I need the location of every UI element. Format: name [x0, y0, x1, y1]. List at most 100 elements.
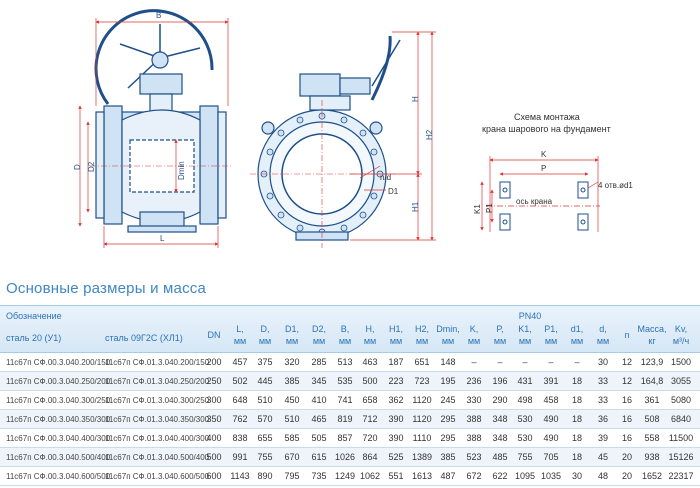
table-cell: 672 — [466, 471, 482, 481]
table-cell: 20 — [621, 471, 632, 481]
header-bottom-line — [0, 352, 700, 353]
table-cell: 16 — [621, 395, 632, 405]
table-cell: 500 — [206, 452, 222, 462]
table-cell: 20 — [621, 452, 632, 462]
table-cell: 18 — [571, 395, 582, 405]
table-cell: 1035 — [540, 471, 562, 481]
column-unit: м³/ч — [672, 336, 690, 346]
row-divider — [0, 390, 700, 391]
table-cell: 18 — [571, 433, 582, 443]
table-cell: 30 — [571, 471, 582, 481]
column-header: P, — [496, 324, 504, 334]
column-header: H, — [365, 324, 375, 334]
table-cell: 148 — [440, 357, 456, 367]
table-cell: 651 — [414, 357, 430, 367]
column-unit: мм — [493, 336, 507, 346]
table-cell: 375 — [257, 357, 273, 367]
table-cell: 510 — [284, 414, 300, 424]
table-cell: 345 — [311, 376, 327, 386]
column-unit: кг — [648, 336, 656, 346]
table-cell: 445 — [257, 376, 273, 386]
table-cell: 864 — [362, 452, 378, 462]
table-cell: 245 — [440, 395, 456, 405]
table-cell: 388 — [466, 433, 482, 443]
designation-steel-b: 11с67п СФ.01.3.040.500/400 — [105, 453, 210, 462]
table-cell: 18 — [571, 452, 582, 462]
table-cell: 508 — [644, 414, 660, 424]
table-cell: 12 — [621, 376, 632, 386]
column-header: d1, — [570, 324, 584, 334]
table-cell: 36 — [597, 414, 608, 424]
dim-label-nd: n/d — [380, 173, 391, 182]
table-cell: 33 — [597, 395, 608, 405]
table-cell: – — [548, 357, 554, 367]
designation-steel-b: 11с67п СФ.01.3.040.300/250 — [105, 396, 210, 405]
table-cell: 390 — [388, 433, 404, 443]
table-cell: 348 — [492, 433, 508, 443]
table-cell: – — [497, 357, 503, 367]
row-divider — [0, 409, 700, 410]
table-cell: 890 — [257, 471, 273, 481]
table-cell: 615 — [311, 452, 327, 462]
table-cell: 285 — [311, 357, 327, 367]
table-cell: 290 — [492, 395, 508, 405]
column-unit: мм — [441, 336, 455, 346]
designation-steel-a: 11с67п СФ.00.3.040.300/250 — [6, 396, 111, 405]
technical-drawing: B D D2 Dmin L — [73, 9, 633, 248]
table-cell: 200 — [206, 357, 222, 367]
column-header: H2, — [414, 324, 429, 334]
column-header: B, — [340, 324, 350, 334]
column-header: d, — [599, 324, 607, 334]
table-header — [0, 305, 700, 352]
table-cell: 498 — [517, 395, 533, 405]
table-cell: 585 — [284, 433, 300, 443]
row-divider — [0, 466, 700, 467]
table-cell: 223 — [388, 376, 404, 386]
table-cell: 385 — [284, 376, 300, 386]
table-cell: 1143 — [230, 471, 250, 481]
foundation-scheme — [499, 181, 589, 231]
table-cell: 487 — [440, 471, 456, 481]
table-cell: 11500 — [668, 433, 694, 443]
row-divider — [0, 485, 700, 486]
header-top-line — [0, 305, 700, 306]
table-cell: 513 — [337, 357, 353, 367]
dim-label-d: D — [73, 164, 82, 170]
table-cell: 655 — [257, 433, 273, 443]
column-unit: мм — [518, 336, 532, 346]
table-cell: 1120 — [412, 414, 432, 424]
dim-label-l: L — [160, 234, 165, 243]
table-cell: 991 — [232, 452, 248, 462]
table-cell: 735 — [311, 471, 327, 481]
table-cell: 1095 — [514, 471, 536, 481]
table-cell: 465 — [311, 414, 327, 424]
column-header: D2, — [311, 324, 326, 334]
dim-label-d2: D2 — [87, 161, 96, 172]
table-cell: 16 — [621, 433, 632, 443]
table-cell: 295 — [440, 414, 456, 424]
column-header: Kv, — [674, 324, 688, 334]
table-cell: 1389 — [411, 452, 433, 462]
table-cell: 196 — [492, 376, 508, 386]
table-cell: 490 — [543, 433, 559, 443]
header-steel-a: сталь 20 (У1) — [6, 333, 62, 343]
column-header: H1, — [388, 324, 403, 334]
table-cell: 385 — [440, 452, 456, 462]
table-cell: 795 — [284, 471, 300, 481]
table-cell: 450 — [284, 395, 300, 405]
column-header: D1, — [284, 324, 299, 334]
table-cell: 505 — [311, 433, 327, 443]
column-header: K1, — [518, 324, 532, 334]
table-cell: 391 — [543, 376, 559, 386]
dim-label-h: H — [411, 96, 420, 102]
table-cell: 741 — [337, 395, 353, 405]
column-unit: мм — [258, 336, 272, 346]
designation-steel-a: 11с67п СФ.00.3.040.250/200 — [6, 377, 111, 386]
table-cell: 236 — [466, 376, 482, 386]
table-cell: 1249 — [334, 471, 356, 481]
